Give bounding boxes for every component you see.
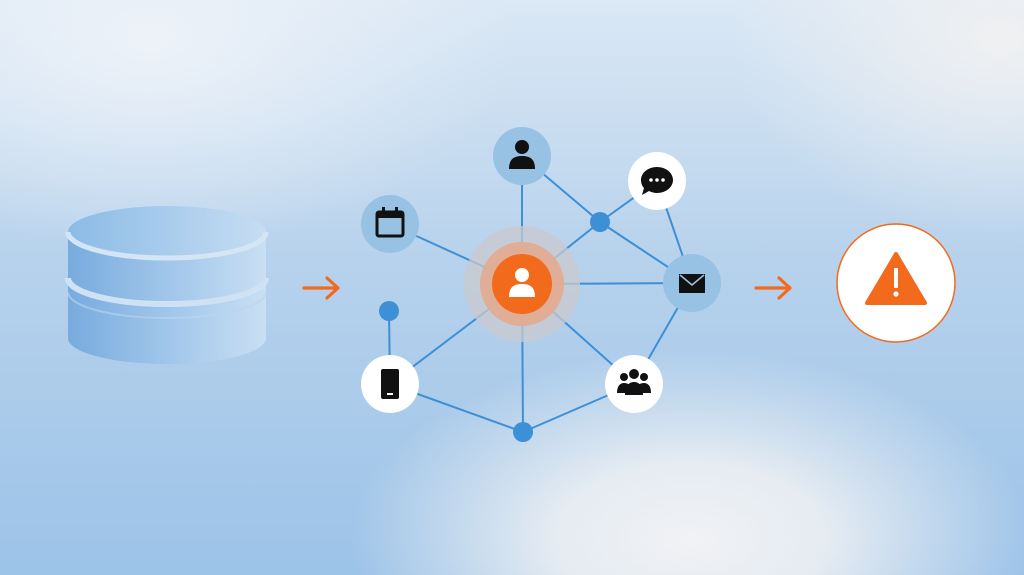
junction-node (379, 301, 399, 321)
arrow-right-icon (302, 276, 340, 300)
chat-node (628, 152, 686, 210)
calendar-icon (375, 207, 405, 238)
database-icon (65, 206, 269, 364)
mail-icon (679, 274, 705, 293)
phone-icon (381, 369, 399, 399)
calendar-node (361, 195, 419, 253)
person-node (493, 127, 551, 185)
chat-icon (641, 167, 673, 195)
user-icon (509, 268, 535, 297)
warning-icon (865, 252, 927, 305)
mail-node (663, 254, 721, 312)
junction-node (590, 212, 610, 232)
arrow-right-icon (754, 276, 792, 300)
group-icon (617, 369, 651, 395)
center-user-node (464, 226, 580, 342)
user-icon (509, 140, 535, 169)
junction-node (513, 422, 533, 442)
phone-node (361, 355, 419, 413)
warning-node (836, 223, 956, 343)
group-node (605, 355, 663, 413)
